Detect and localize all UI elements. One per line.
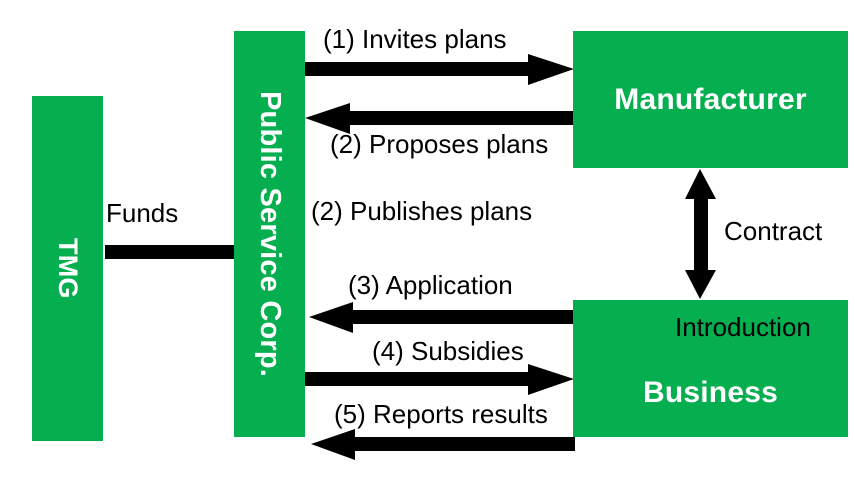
flow-label-proposes-plans: (2) Proposes plans: [330, 129, 549, 159]
flow-label-funds: Funds: [106, 198, 179, 228]
node-public-service-corp-label: Public Service Corp.: [254, 90, 286, 378]
node-manufacturer[interactable]: Manufacturer: [573, 31, 848, 168]
flow-label-invites-plans: (1) Invites plans: [323, 24, 507, 54]
arrow-subsidies: [305, 364, 574, 395]
flow-label-reports-results: (5) Reports results: [334, 399, 548, 429]
flow-label-application: (3) Application: [348, 270, 513, 300]
flow-label-contract: Contract: [724, 216, 823, 246]
arrow-application: [309, 302, 573, 333]
node-business-note: Introduction: [675, 312, 811, 342]
node-manufacturer-label: Manufacturer: [614, 82, 807, 116]
node-tmg-label: TMG: [53, 238, 83, 299]
node-business[interactable]: Introduction Business: [573, 300, 848, 437]
flow-label-publishes-plans: (2) Publishes plans: [311, 196, 533, 226]
arrow-contract: [685, 169, 716, 299]
node-public-service-corp[interactable]: Public Service Corp.: [234, 31, 305, 437]
arrow-reports-results: [311, 429, 575, 460]
node-business-label: Business: [643, 376, 778, 409]
arrow-invites-plans: [305, 54, 574, 85]
flow-label-subsidies: (4) Subsidies: [372, 336, 524, 366]
node-tmg[interactable]: TMG: [32, 96, 103, 441]
